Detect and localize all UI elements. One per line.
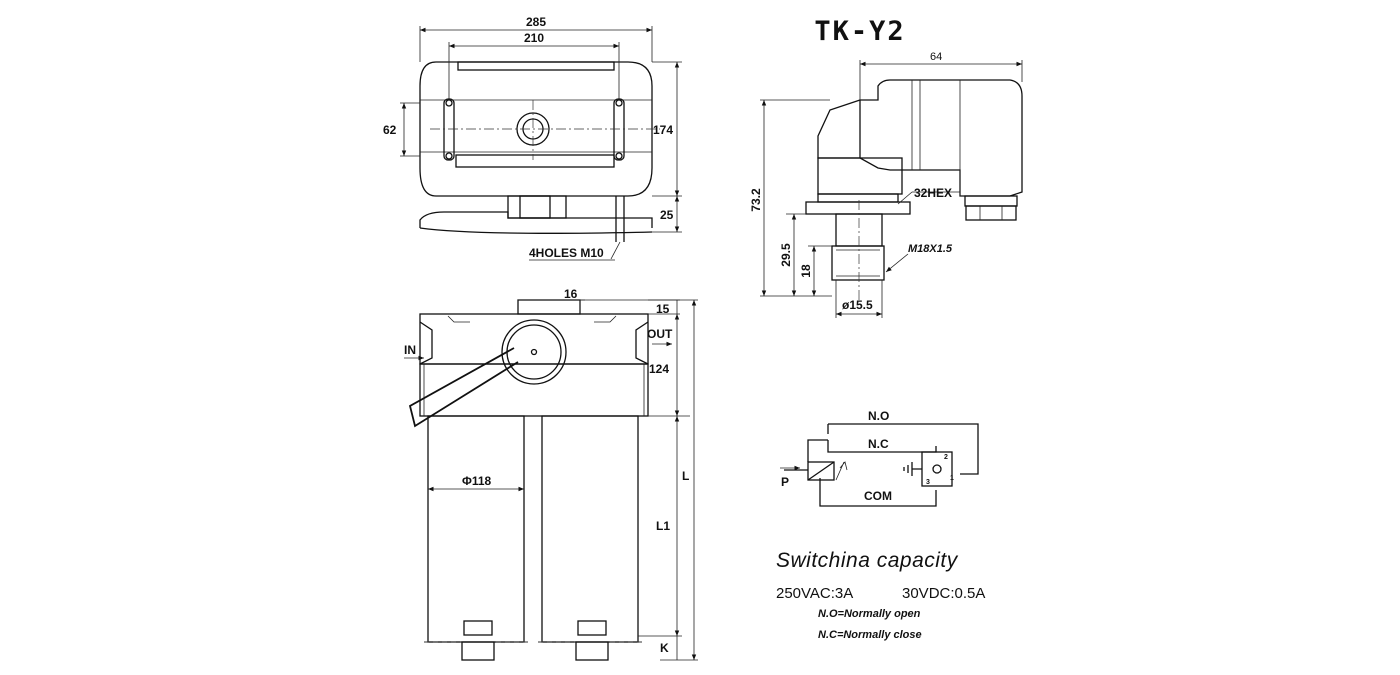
dim-cap: 15 [656, 302, 670, 316]
dim-sensor-width: 64 [930, 51, 942, 63]
dim-overall-width: 285 [526, 15, 546, 29]
dim-body: 29.5 [779, 243, 793, 267]
holes-note: 4HOLES M10 [529, 246, 604, 260]
front-view: 16 15 IN OUT 124 Φ118 L L1 K [404, 287, 698, 661]
dim-sensor-height: 73.2 [749, 188, 763, 212]
label-com: COM [864, 489, 892, 503]
pin-2: 2 [944, 454, 948, 461]
dim-head: 124 [649, 362, 669, 376]
note-normally-close: N.C=Normally close [818, 629, 922, 641]
note-normally-open: N.O=Normally open [818, 608, 921, 620]
label-no: N.O [868, 409, 889, 423]
pin-1: 1 [950, 475, 954, 482]
specs-heading: Switchina capacity [776, 549, 959, 572]
dim-l: L [682, 469, 689, 483]
dim-stem: 18 [799, 264, 813, 278]
switching-specs: Switchina capacity 250VAC:3A 30VDC:0.5A … [776, 549, 985, 641]
sensor-view: 64 73.2 29.5 18 ø15.5 32HEX M18X1.5 [749, 51, 1023, 318]
dim-base: 25 [660, 208, 674, 222]
label-nc: N.C [868, 437, 889, 451]
dim-thread: M18X1.5 [908, 243, 953, 255]
top-view: 285 210 62 174 25 4HOLES M10 [383, 15, 682, 261]
dim-top: 16 [564, 287, 578, 301]
dim-diameter: Φ118 [462, 474, 492, 488]
pin-3: 3 [926, 479, 930, 486]
dim-inner-width: 210 [524, 31, 544, 45]
drawing-title: TK-Y2 [814, 16, 905, 47]
rating-ac: 250VAC:3A [776, 585, 853, 602]
dim-stem-diameter: ø15.5 [842, 298, 873, 312]
dim-hex: 32HEX [914, 186, 952, 200]
rating-dc: 30VDC:0.5A [902, 585, 985, 602]
label-out: OUT [647, 327, 673, 341]
dim-right-height: 174 [653, 123, 673, 137]
dim-k: K [660, 641, 669, 655]
label-in: IN [404, 343, 416, 357]
label-p: P [781, 475, 789, 489]
circuit-diagram: P 2 1 3 N.O N.C COM [780, 409, 979, 507]
dim-left-height: 62 [383, 123, 397, 137]
dim-l1: L1 [656, 519, 670, 533]
